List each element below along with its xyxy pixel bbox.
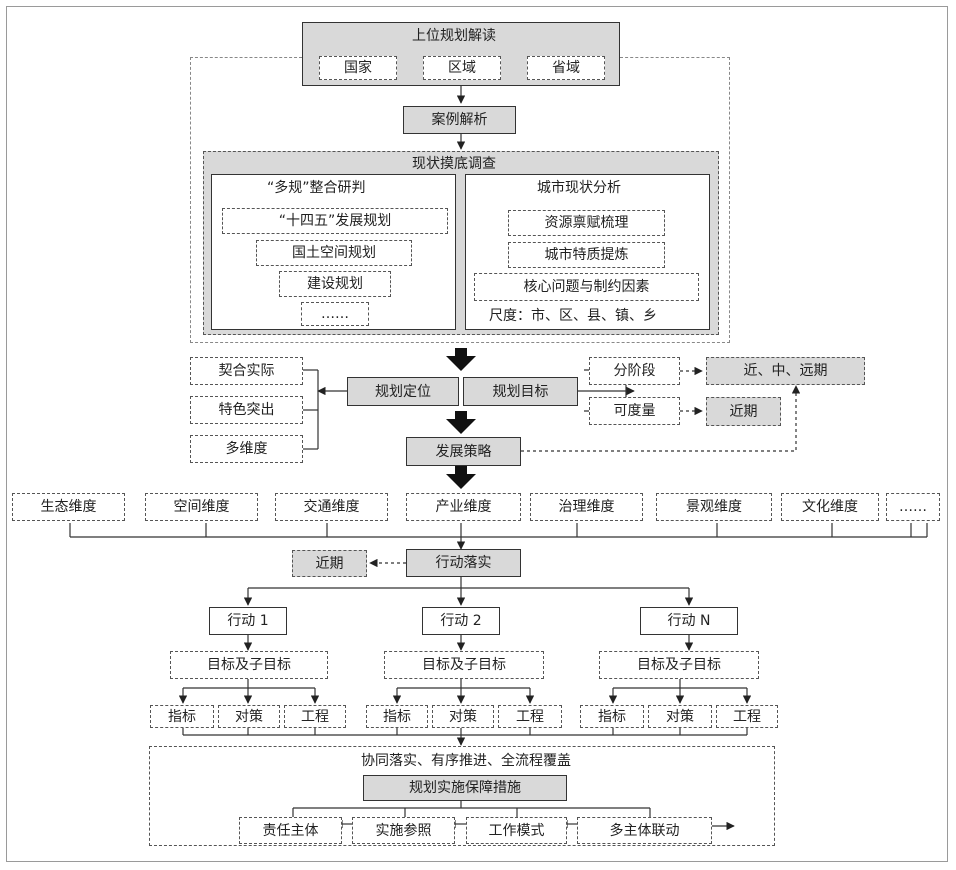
case-analysis-box: 案例解析 (403, 106, 516, 134)
guarantee-item-reference: 实施参照 (352, 817, 455, 844)
city-status-item-resources: 资源禀赋梳理 (508, 210, 665, 236)
city-status-item-traits: 城市特质提炼 (508, 242, 665, 268)
multi-plan-item-land-space: 国土空间规划 (256, 240, 412, 266)
planning-target-box: 规划目标 (463, 377, 578, 406)
trait-fit-reality: 契合实际 (190, 357, 303, 385)
dimension-industry: 产业维度 (406, 493, 521, 521)
dimension-landscape: 景观维度 (656, 493, 772, 521)
dimension-culture: 文化维度 (781, 493, 879, 521)
action-2-goal: 目标及子目标 (384, 651, 544, 679)
development-strategy-box: 发展策略 (406, 437, 521, 466)
guarantee-region (149, 746, 775, 846)
dimension-governance: 治理维度 (530, 493, 643, 521)
action-2-box: 行动 2 (422, 607, 500, 635)
action-n-indicator: 指标 (580, 705, 644, 728)
dimension-traffic: 交通维度 (275, 493, 388, 521)
action-n-box: 行动 N (640, 607, 738, 635)
implementation-short-term: 近期 (292, 550, 367, 577)
action-1-goal: 目标及子目标 (170, 651, 328, 679)
action-2-indicator: 指标 (366, 705, 428, 728)
upper-item-regional: 区域 (423, 56, 501, 80)
multi-plan-item-five-year: “十四五”发展规划 (222, 208, 448, 234)
action-2-project: 工程 (498, 705, 562, 728)
analysis-region-top-right (620, 57, 730, 58)
multi-plan-item-more: …… (301, 302, 369, 326)
action-n-measure: 对策 (648, 705, 712, 728)
dimension-more: …… (886, 493, 940, 521)
action-1-measure: 对策 (218, 705, 280, 728)
planning-positioning-box: 规划定位 (347, 377, 459, 406)
target-measurable-box: 可度量 (589, 397, 680, 425)
target-measurable-value: 近期 (706, 397, 781, 426)
upper-planning-title: 上位规划解读 (412, 28, 496, 44)
guarantee-principle: 协同落实、有序推进、全流程覆盖 (361, 753, 571, 769)
target-stage-value: 近、中、远期 (706, 357, 865, 385)
action-n-goal: 目标及子目标 (599, 651, 759, 679)
diagram-frame (6, 6, 948, 862)
upper-item-provincial: 省域 (527, 56, 605, 80)
action-2-measure: 对策 (432, 705, 494, 728)
city-status-scale: 尺度：市、区、县、镇、乡 (489, 308, 657, 324)
city-status-title: 城市现状分析 (537, 180, 621, 196)
city-status-item-core-issues: 核心问题与制约因素 (474, 273, 699, 301)
action-implementation-box: 行动落实 (406, 549, 521, 577)
action-1-box: 行动 1 (209, 607, 287, 635)
dimension-space: 空间维度 (145, 493, 258, 521)
dimension-ecology: 生态维度 (12, 493, 125, 521)
action-1-indicator: 指标 (150, 705, 214, 728)
analysis-region (190, 57, 730, 343)
target-stage-box: 分阶段 (589, 357, 680, 385)
upper-item-national: 国家 (319, 56, 397, 80)
guarantee-measures-box: 规划实施保障措施 (363, 775, 567, 801)
action-n-project: 工程 (716, 705, 778, 728)
action-1-project: 工程 (284, 705, 346, 728)
survey-title: 现状摸底调查 (412, 156, 496, 172)
guarantee-item-responsibility: 责任主体 (239, 817, 342, 844)
trait-multi-dimensional: 多维度 (190, 435, 303, 463)
trait-distinctive: 特色突出 (190, 396, 303, 424)
analysis-region-top-left (190, 57, 302, 58)
multi-plan-item-construction: 建设规划 (279, 271, 391, 297)
guarantee-item-work-mode: 工作模式 (466, 817, 567, 844)
guarantee-item-multi-party: 多主体联动 (577, 817, 712, 844)
multi-plan-title: “多规”整合研判 (267, 180, 366, 196)
